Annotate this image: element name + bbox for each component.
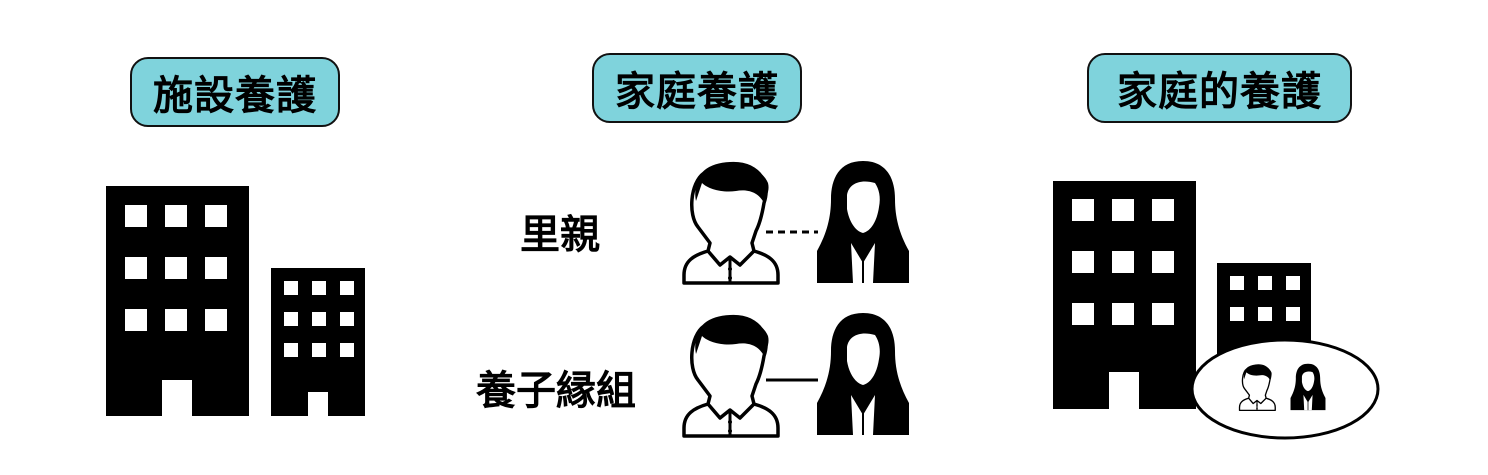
female-person-icon xyxy=(815,311,911,437)
family-bubble xyxy=(1190,338,1380,440)
building-icon xyxy=(271,268,365,416)
male-person-icon xyxy=(682,314,780,438)
family-type-label-adoption: 養子縁組 xyxy=(476,368,636,414)
building-icon xyxy=(106,186,249,416)
family-type-label-foster-parent: 里親 xyxy=(520,212,600,258)
building-icon xyxy=(1053,181,1196,409)
male-person-icon xyxy=(682,161,780,285)
category-title-family-like-care: 家庭的養護 xyxy=(1087,53,1352,123)
category-title-family-care: 家庭養護 xyxy=(592,53,802,123)
category-title-institutional-care: 施設養護 xyxy=(130,57,340,127)
female-person-icon xyxy=(815,159,911,285)
